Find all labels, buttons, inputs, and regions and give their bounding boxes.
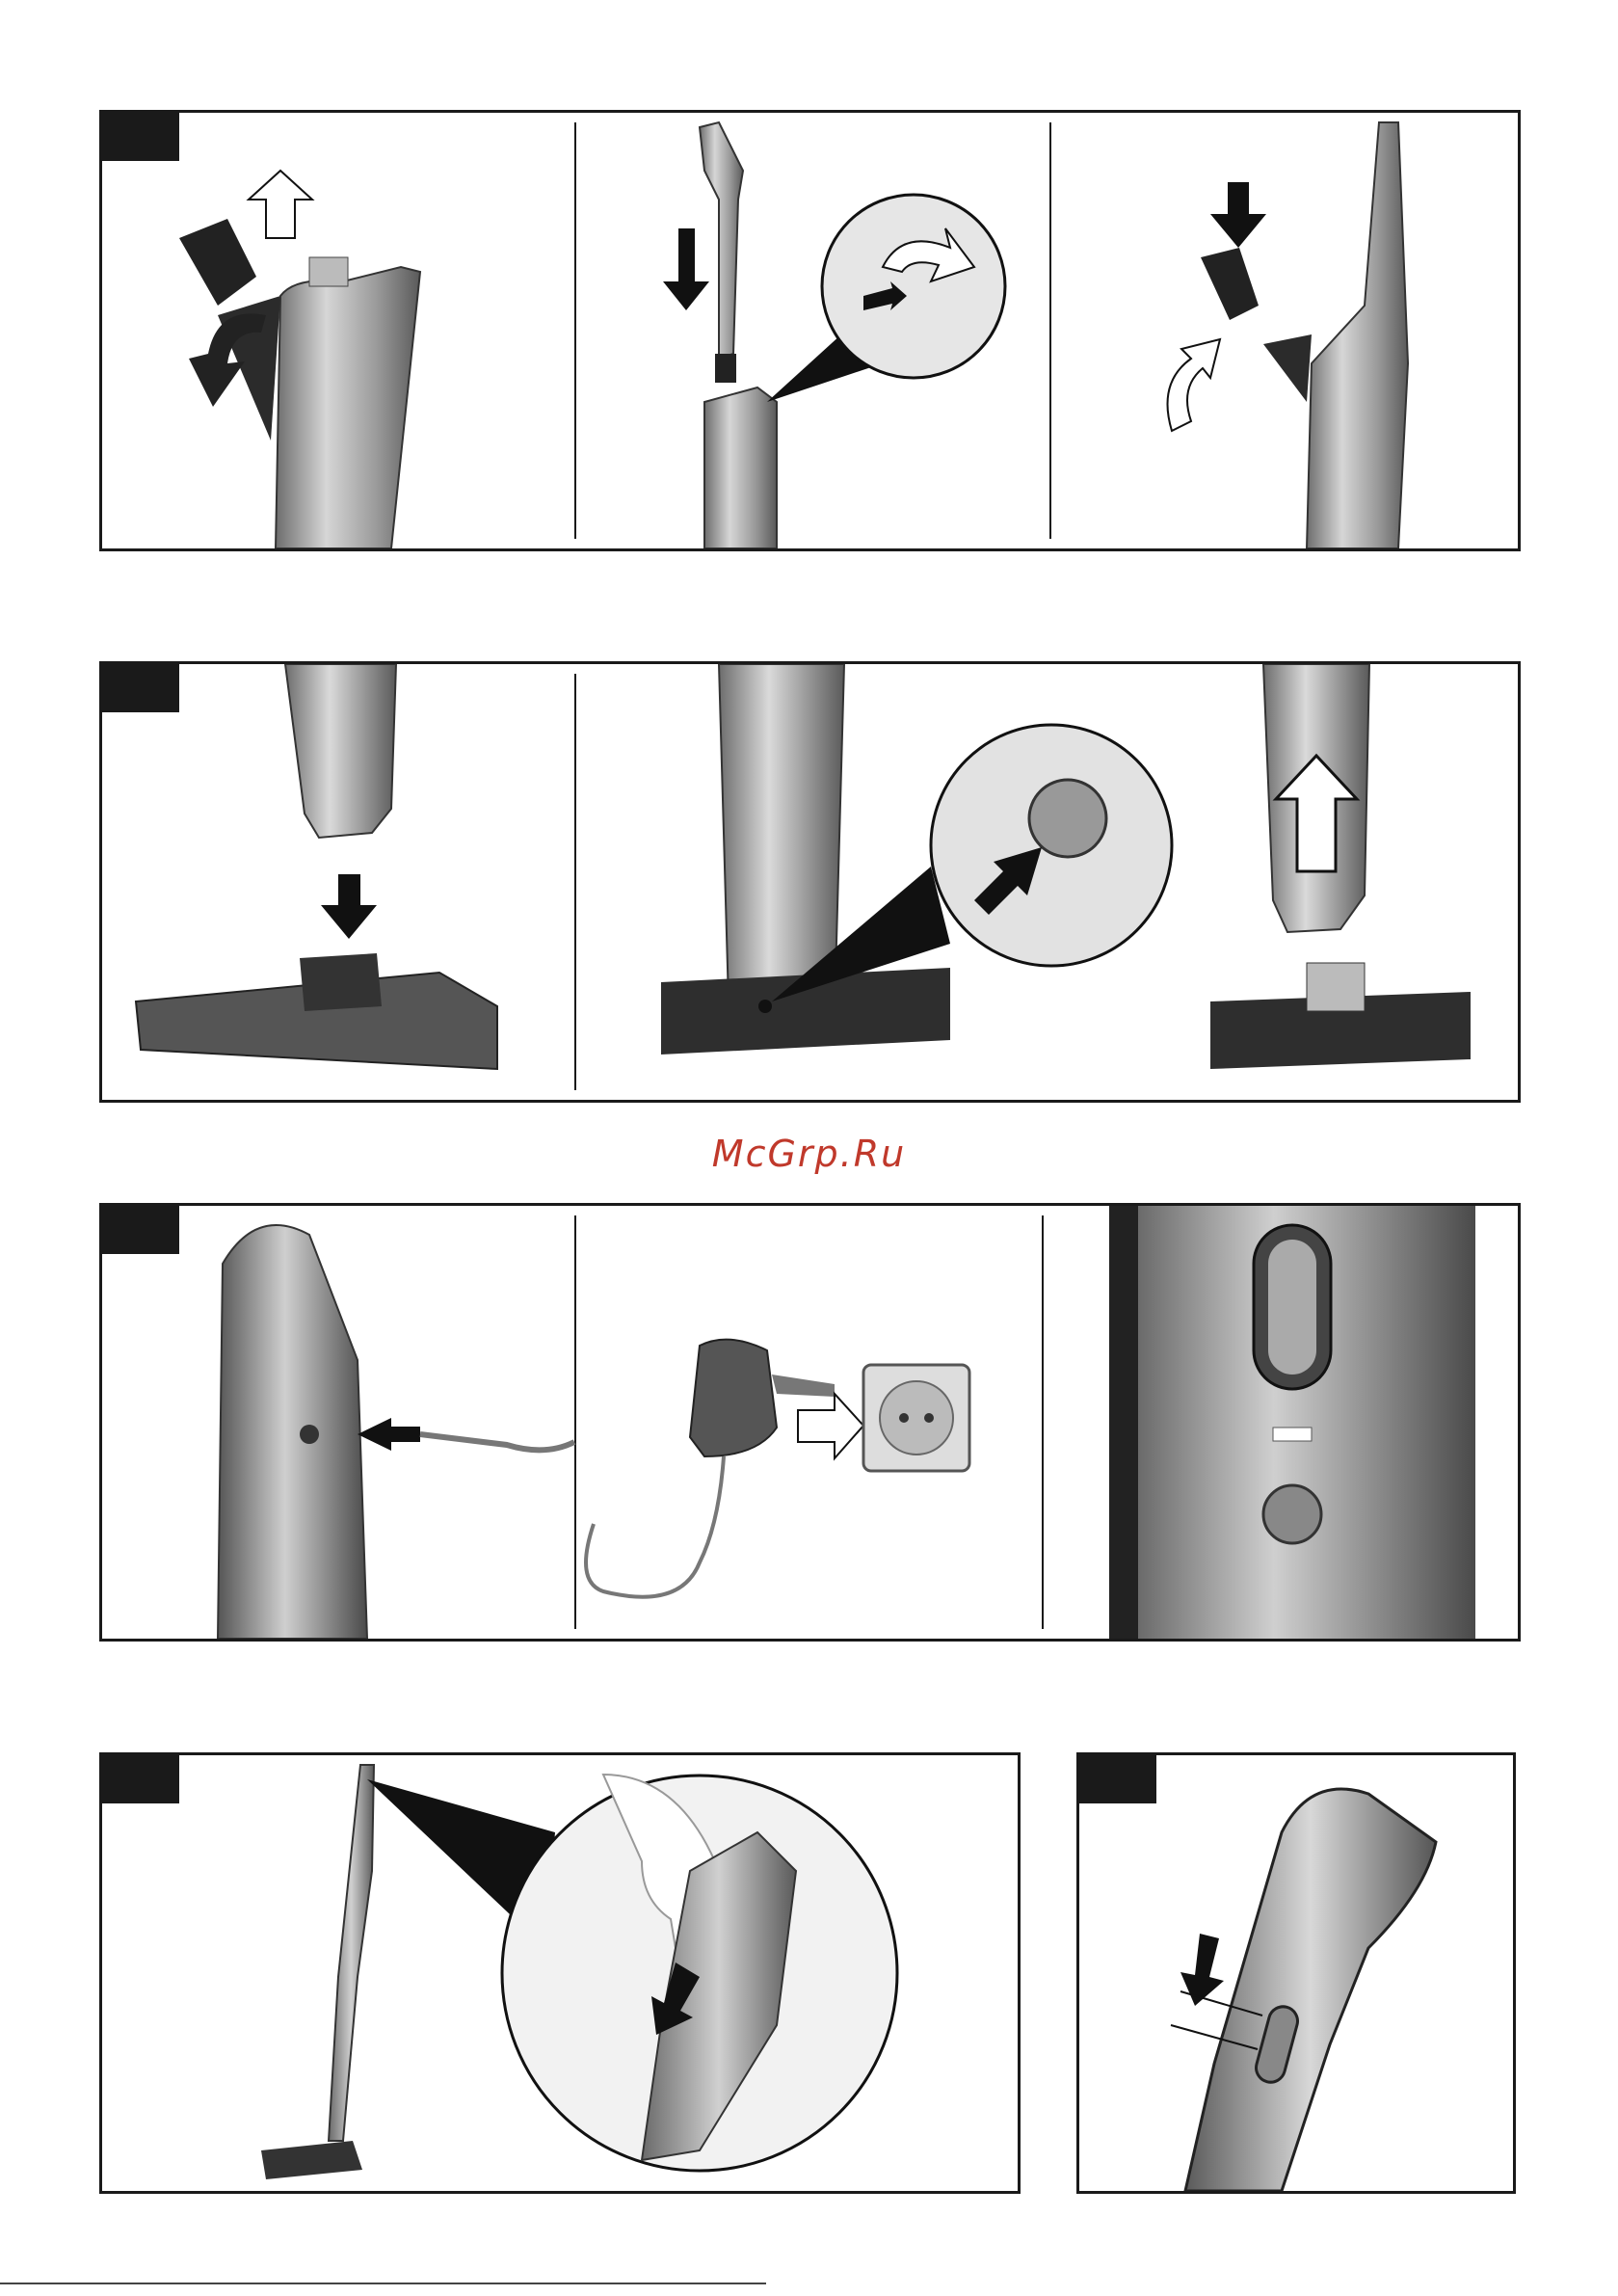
vacuum-on-nozzle	[661, 664, 950, 1055]
floor-nozzle	[136, 953, 497, 1069]
charger-cable	[420, 1434, 574, 1450]
filter-cup	[1201, 248, 1259, 320]
vacuum-full-view	[261, 1765, 374, 2179]
handle-tube	[700, 122, 743, 383]
curved-arrow-icon	[1168, 339, 1221, 431]
vacuum-body-open-lid	[218, 257, 420, 548]
zoom-detail-circle	[822, 195, 1005, 378]
arrow-up-outline-icon	[249, 171, 312, 238]
arrow-down-solid-icon	[663, 228, 709, 310]
filter-cup	[179, 219, 256, 306]
charge-indicator-closeup	[1109, 1206, 1475, 1639]
vacuum-charging-port-view	[218, 1225, 367, 1639]
footer-rule	[0, 2283, 766, 2284]
charger-adapter-icon	[586, 1340, 835, 1597]
arrow-left-solid-icon	[358, 1418, 420, 1451]
handle-closeup	[1185, 1789, 1436, 2191]
arrow-down-solid-icon	[1210, 182, 1266, 248]
vacuum-assembled	[1263, 122, 1408, 548]
panel-row-4-right	[1076, 1752, 1516, 2194]
row2-illustration	[102, 664, 1518, 1100]
panel-row-4-left	[99, 1752, 1021, 2194]
panel-row-3	[99, 1203, 1521, 1642]
vacuum-bottom-end	[285, 664, 396, 838]
charge-led	[1273, 1428, 1312, 1441]
floor-nozzle-parked	[1210, 963, 1471, 1069]
arrow-down-solid-icon	[1180, 1934, 1224, 2006]
arrow-right-outline-icon	[798, 1394, 863, 1458]
panel-row-1	[99, 110, 1521, 551]
watermark-text: McGrp.Ru	[0, 1133, 1618, 1175]
row1-illustration	[102, 113, 1518, 548]
row4-right-illustration	[1079, 1755, 1513, 2191]
panel-row-2	[99, 661, 1521, 1103]
vacuum-body-small	[704, 387, 777, 548]
row4-left-illustration	[102, 1755, 1018, 2191]
charging-port	[300, 1425, 319, 1444]
power-socket-icon	[863, 1365, 969, 1471]
row3-illustration	[102, 1206, 1518, 1639]
release-button	[1029, 780, 1106, 857]
arrow-down-solid-icon	[321, 874, 377, 939]
